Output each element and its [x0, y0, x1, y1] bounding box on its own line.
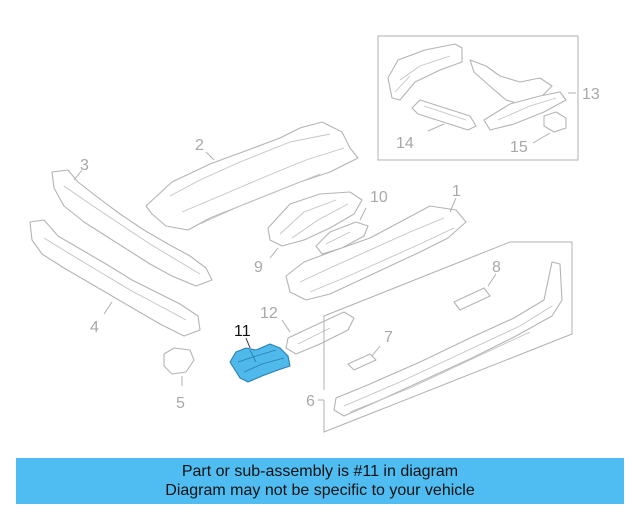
- callout-14: 14: [396, 135, 414, 152]
- callout-2: 2: [195, 137, 204, 154]
- banner-line-1: Part or sub-assembly is #11 in diagram: [181, 463, 459, 480]
- part-2-group: 2: [145, 121, 359, 231]
- part-1-group: 1: [285, 183, 467, 301]
- inset-group: 13 14 15: [377, 35, 600, 161]
- part-10: [315, 221, 369, 255]
- callout-11: 11: [234, 323, 251, 340]
- part-12-group: 12: [260, 305, 355, 355]
- callout-4: 4: [90, 319, 99, 336]
- callout-6: 6: [306, 393, 315, 410]
- rocker-frame: [323, 241, 573, 433]
- callout-3: 3: [80, 157, 89, 174]
- part-5: [163, 347, 195, 375]
- callout-15: 15: [510, 139, 528, 156]
- part-13-rail: [387, 43, 463, 101]
- callout-5: 5: [176, 395, 185, 412]
- part-5-group: 5: [163, 347, 195, 412]
- callout-7: 7: [384, 329, 393, 346]
- callout-12: 12: [260, 305, 278, 322]
- part-7: [347, 353, 377, 371]
- part-9-group: 9: [254, 191, 363, 276]
- part-14: [411, 99, 477, 131]
- part-2: [145, 121, 359, 231]
- part-13-bracket: [469, 59, 553, 105]
- part-4: [29, 219, 201, 337]
- parts-diagram: 13 14 15 2 3 4 5 9: [29, 35, 600, 433]
- callout-1: 1: [452, 183, 461, 200]
- info-banner: Part or sub-assembly is #11 in diagram D…: [16, 458, 624, 504]
- part-1: [285, 205, 467, 301]
- part-11-group: 11: [229, 323, 291, 383]
- part-8: [453, 287, 491, 311]
- banner-line-2: Diagram may not be specific to your vehi…: [165, 482, 475, 499]
- callout-9: 9: [254, 259, 263, 276]
- part-15: [543, 111, 567, 133]
- part-3-group: 3: [51, 157, 213, 287]
- rocker-group: 6 7 8: [306, 241, 573, 433]
- callout-10: 10: [370, 189, 388, 206]
- callout-13: 13: [582, 86, 600, 103]
- part-9: [267, 191, 363, 247]
- part-6: [333, 261, 563, 417]
- inset-frame: [377, 35, 579, 161]
- part-10-group: 10: [315, 189, 388, 255]
- callout-8: 8: [492, 259, 501, 276]
- part-11-highlighted: [229, 343, 291, 383]
- part-4-group: 4: [29, 219, 201, 337]
